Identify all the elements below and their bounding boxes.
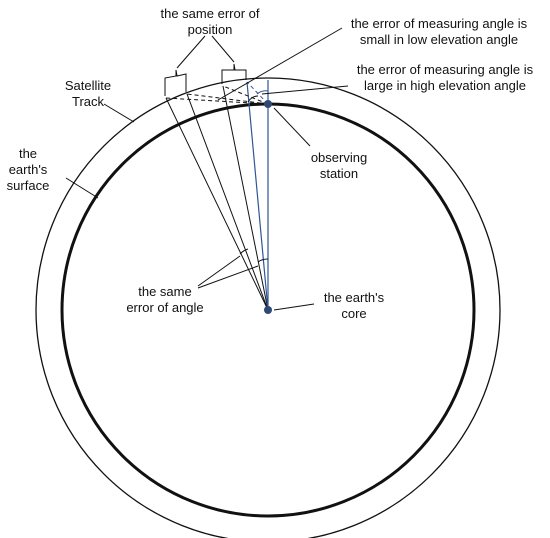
- label-same-error-angle-line2: error of angle: [126, 300, 204, 315]
- label-earth-core-line2: core: [341, 306, 367, 321]
- label-earth-surface-line2: earth's: [8, 162, 48, 177]
- label-satellite-track-line1: Satellite: [64, 78, 112, 93]
- label-observing-station: observing station: [300, 150, 378, 182]
- line-of-sight-3: [222, 85, 269, 105]
- label-earth-core: the earth's core: [306, 290, 402, 322]
- satellite-track-circle: [35, 77, 501, 538]
- pointer-error-small: [217, 27, 343, 101]
- label-error-large-line2: large in high elevation angle: [364, 78, 526, 93]
- label-earth-surface-line1: the: [18, 146, 38, 161]
- label-observing-station-line1: observing: [310, 150, 368, 165]
- earth-core-dot: [264, 306, 272, 314]
- label-same-error-position-line2: position: [187, 22, 233, 37]
- label-earth-surface: the earth's surface: [0, 146, 56, 194]
- pointer-angle-left: [197, 255, 241, 287]
- station-angle-arc-large: [256, 90, 269, 95]
- label-satellite-track-line2: Track: [71, 94, 105, 109]
- pointer-earth-surface: [65, 177, 99, 199]
- label-error-small: the error of measuring angle is small in…: [334, 16, 544, 48]
- pointer-earth-core: [273, 303, 315, 311]
- pointer-position-right: [211, 35, 235, 63]
- pointer-observing-station: [273, 107, 311, 147]
- label-error-small-line1: the error of measuring angle is: [350, 16, 528, 31]
- line-of-sight-1: [165, 97, 269, 105]
- label-earth-surface-line3: surface: [6, 178, 50, 193]
- radial-line-right-blue: [246, 81, 269, 311]
- label-same-error-angle-line1: the same: [138, 284, 192, 299]
- label-same-error-angle: the same error of angle: [112, 284, 218, 316]
- position-bracket-right: [221, 63, 247, 84]
- position-bracket-left: [164, 69, 187, 96]
- pointer-error-large: [261, 85, 349, 95]
- radial-line-left-outer: [165, 97, 269, 311]
- pointer-angle-right: [197, 265, 259, 289]
- label-same-error-position: the same error of position: [150, 6, 270, 38]
- label-satellite-track: Satellite Track: [52, 78, 124, 110]
- label-error-large-line1: the error of measuring angle is: [356, 62, 534, 77]
- pointer-satellite-track: [103, 103, 135, 123]
- radial-line-right-outer: [222, 85, 269, 311]
- core-angle-arc-left: [239, 248, 249, 255]
- observing-station-dot: [264, 100, 272, 108]
- label-observing-station-line2: station: [319, 166, 359, 181]
- pointer-position-left: [176, 35, 206, 69]
- label-same-error-position-line1: the same error of: [160, 6, 260, 21]
- label-earth-core-line1: the earth's: [323, 290, 385, 305]
- label-error-large: the error of measuring angle is large in…: [340, 62, 550, 94]
- radial-line-left-inner: [186, 93, 269, 311]
- core-angle-arc-right: [257, 258, 269, 263]
- line-of-sight-2: [186, 93, 269, 105]
- station-angle-arc-small: [247, 95, 259, 103]
- label-error-small-line2: small in low elevation angle: [359, 32, 519, 47]
